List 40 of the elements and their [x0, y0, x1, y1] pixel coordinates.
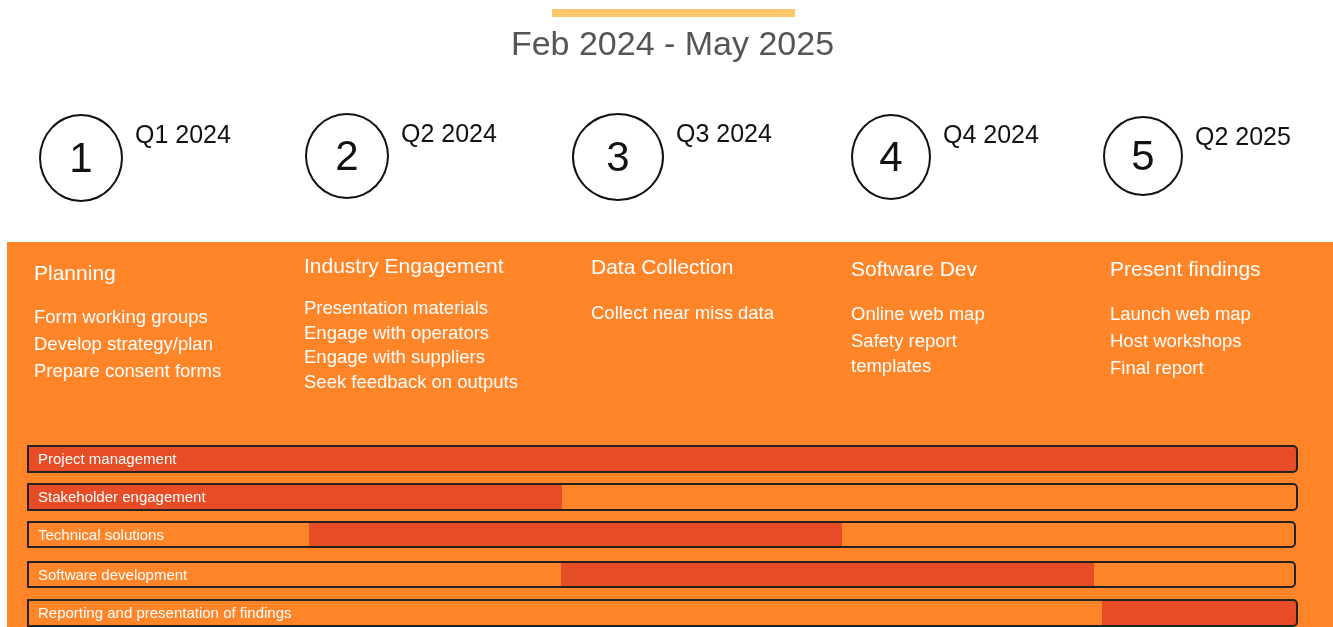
task-item: Develop strategy/plan: [34, 332, 213, 356]
timeline-panel: [7, 242, 1333, 627]
task-item: Engage with suppliers: [304, 345, 485, 369]
gantt-bar: [27, 445, 1298, 473]
quarter-label: Q4 2024: [943, 120, 1039, 149]
gantt-bar: [27, 561, 1296, 588]
quarter-label: Q2 2024: [401, 119, 497, 148]
bar-label: Software development: [38, 566, 188, 583]
column-heading: Present findings: [1110, 256, 1261, 281]
task-item: Collect near miss data: [591, 301, 775, 325]
gantt-bar: [27, 483, 1298, 511]
column-heading: Industry Engagement: [304, 253, 504, 278]
quarter-label: Q1 2024: [135, 120, 231, 149]
task-item: Final report: [1110, 356, 1204, 380]
step-circle: 4: [851, 114, 931, 200]
task-item: Online web map: [851, 302, 986, 326]
task-item: Engage with operators: [304, 320, 490, 345]
step-circle: 1: [39, 114, 123, 202]
task-item: Form working groups: [34, 305, 208, 329]
task-item: Seek feedback on outputs: [304, 369, 518, 394]
bar-label: Project management: [38, 450, 177, 467]
column-heading: Software Dev: [851, 256, 978, 281]
step-circle: 2: [305, 113, 389, 199]
gantt-bar: [27, 521, 1296, 548]
task-item: Prepare consent forms: [34, 359, 222, 383]
title: Feb 2024 - May 2025: [509, 24, 836, 63]
bar-label: Technical solutions: [38, 526, 164, 543]
quarter-label: Q3 2024: [676, 119, 772, 148]
step-circle: 3: [572, 113, 664, 201]
task-item: Launch web map: [1110, 302, 1251, 326]
column-heading: Planning: [34, 260, 116, 285]
quarter-label: Q2 2025: [1195, 122, 1291, 151]
task-item: Presentation materials: [304, 296, 489, 320]
gantt-bar: [27, 599, 1298, 627]
bar-label: Reporting and presentation of findings: [38, 604, 292, 621]
step-circle: 5: [1103, 116, 1183, 196]
task-item: Safety report templates: [851, 329, 958, 378]
task-item: Host workshops: [1110, 329, 1242, 353]
bar-label: Stakeholder engagement: [38, 488, 206, 505]
column-heading: Data Collection: [591, 254, 734, 279]
